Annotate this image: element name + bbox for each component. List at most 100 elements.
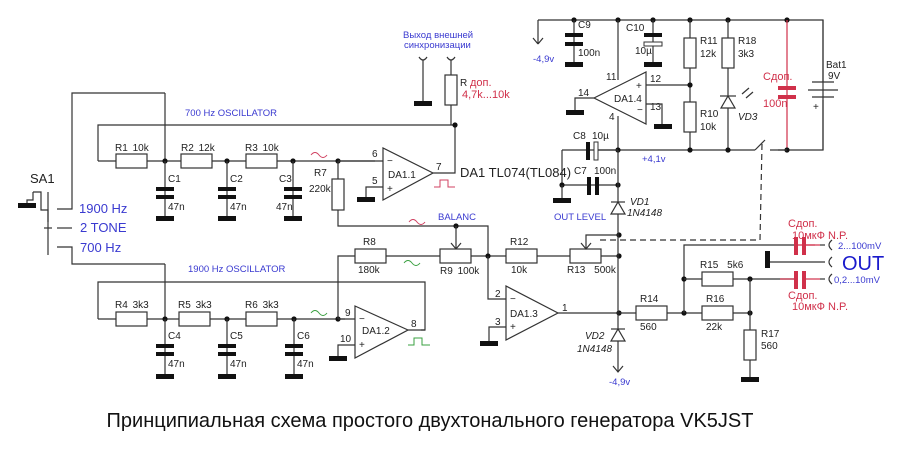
svg-text:47n: 47n [168, 359, 185, 370]
sync-jack-signal[interactable] [446, 56, 456, 61]
potentiometer-r9-balance[interactable] [439, 248, 472, 264]
capacitor-extra-top [794, 237, 798, 255]
square-wave-icon [408, 337, 430, 346]
svg-text:+4,1v: +4,1v [642, 154, 666, 165]
output-stage: R14 560 R16 22k R15 5k6 R17 560 Сдоп. 10… [619, 218, 884, 382]
resistor-r4 [115, 311, 148, 327]
svg-text:+: + [636, 81, 642, 92]
svg-text:+: + [510, 322, 516, 333]
svg-text:R17: R17 [761, 329, 780, 340]
oscillator-1900hz: 1900 Hz OSCILLATOR R4 3k3 R5 3k3 R6 3k3 … [97, 237, 440, 379]
resistor-r17 [743, 329, 757, 361]
sine-wave-icon [403, 260, 421, 266]
square-wave-icon [434, 179, 455, 188]
diode-vd2-icon [609, 327, 627, 342]
r13-label: R13 500k [567, 265, 617, 276]
svg-text:1N4148: 1N4148 [627, 208, 662, 219]
svg-text:220k: 220k [309, 184, 332, 195]
capacitor-c5: C5 47n [218, 319, 247, 379]
svg-text:10мкФ N.P.: 10мкФ N.P. [792, 301, 848, 313]
svg-text:Сдоп.: Сдоп. [788, 290, 818, 302]
capacitor-c1: C1 47n [156, 161, 185, 221]
svg-text:3k3: 3k3 [738, 49, 755, 60]
sine-wave-icon [310, 310, 328, 316]
svg-text:100n: 100n [578, 48, 600, 59]
r2-label: R2 12k [181, 143, 216, 154]
svg-text:−: − [510, 294, 516, 305]
svg-text:180k: 180k [358, 265, 381, 276]
capacitor-c2: C2 47n [218, 161, 247, 221]
svg-text:C2: C2 [230, 174, 243, 185]
r1-label: R1 10k [115, 143, 150, 154]
output-jack-high[interactable] [828, 239, 833, 251]
svg-text:9: 9 [345, 308, 351, 319]
switch-lever [18, 203, 36, 208]
sine-wave-icon [310, 152, 328, 158]
output-jack-ground[interactable] [828, 256, 833, 268]
svg-text:C9: C9 [578, 20, 591, 31]
svg-text:+: + [387, 184, 393, 195]
opamp-da1-2 [354, 305, 410, 359]
sync-jack-ground[interactable] [418, 56, 428, 61]
svg-text:синхронизации: синхронизации [404, 40, 471, 51]
svg-text:560: 560 [761, 341, 778, 352]
svg-text:10: 10 [340, 334, 352, 345]
output-jack-low[interactable] [828, 273, 833, 285]
svg-text:VD1: VD1 [630, 197, 649, 208]
svg-text:47n: 47n [276, 202, 293, 213]
power-section: -4,9v C9 100n C10 10µ + − DA1.4 11 12 13… [532, 17, 847, 388]
svg-text:C8: C8 [573, 131, 586, 142]
svg-text:100n: 100n [594, 166, 616, 177]
sync-output: Выход внешней синхронизации R доп. 4,7k.… [403, 30, 510, 125]
svg-text:C7: C7 [574, 166, 587, 177]
resistor-r6 [245, 311, 278, 327]
resistor-r12 [505, 248, 538, 264]
r3-label: R3 10k [245, 143, 280, 154]
switch-pos-700: 700 Hz [80, 240, 121, 255]
svg-text:Выход внешней: Выход внешней [403, 30, 473, 41]
svg-text:VD3: VD3 [738, 112, 758, 123]
resistor-r7 [331, 178, 345, 211]
resistor-r3 [245, 153, 278, 169]
svg-text:47n: 47n [168, 202, 185, 213]
svg-text:1: 1 [562, 303, 568, 314]
sine-wave-icon [408, 219, 426, 225]
resistor-r18 [721, 37, 735, 69]
svg-text:R8: R8 [363, 237, 376, 248]
r9-label: R9 100k [440, 266, 480, 277]
svg-text:8: 8 [411, 319, 417, 330]
opamp-da1-4 [592, 71, 647, 125]
svg-text:4: 4 [609, 112, 615, 123]
resistor-r14 [635, 305, 668, 321]
svg-text:10мкФ N.P.: 10мкФ N.P. [792, 230, 848, 242]
ganged-switch-link [600, 143, 763, 241]
svg-text:14: 14 [578, 88, 590, 99]
resistor-r8 [354, 248, 387, 264]
svg-text:VD2: VD2 [585, 331, 605, 342]
svg-text:C1: C1 [168, 174, 181, 185]
opamp-da1-1 [382, 147, 435, 202]
svg-text:47n: 47n [297, 359, 314, 370]
svg-text:−: − [359, 314, 365, 325]
opamp-da1-3 [505, 285, 560, 341]
svg-text:R12: R12 [510, 237, 529, 248]
led-icon [719, 87, 754, 109]
svg-text:DA1.1: DA1.1 [388, 170, 416, 181]
svg-text:11: 11 [606, 72, 617, 83]
svg-text:1N4148: 1N4148 [577, 344, 612, 355]
power-switch[interactable] [754, 139, 766, 151]
svg-text:100n: 100n [763, 98, 787, 110]
battery-icon [808, 81, 838, 98]
potentiometer-r13-out-level[interactable] [569, 248, 602, 264]
svg-text:DA1.4: DA1.4 [614, 94, 642, 105]
svg-text:DA1.2: DA1.2 [362, 326, 390, 337]
svg-text:Сдоп.: Сдоп. [763, 71, 793, 83]
svg-text:R14: R14 [640, 294, 659, 305]
svg-text:DA1.3: DA1.3 [510, 309, 538, 320]
svg-text:9V: 9V [828, 71, 841, 82]
arrow-down-icon [612, 365, 624, 373]
svg-text:C10: C10 [626, 23, 645, 34]
svg-text:12: 12 [650, 74, 662, 85]
svg-text:10µ: 10µ [592, 131, 609, 142]
svg-text:Сдоп.: Сдоп. [788, 218, 818, 230]
